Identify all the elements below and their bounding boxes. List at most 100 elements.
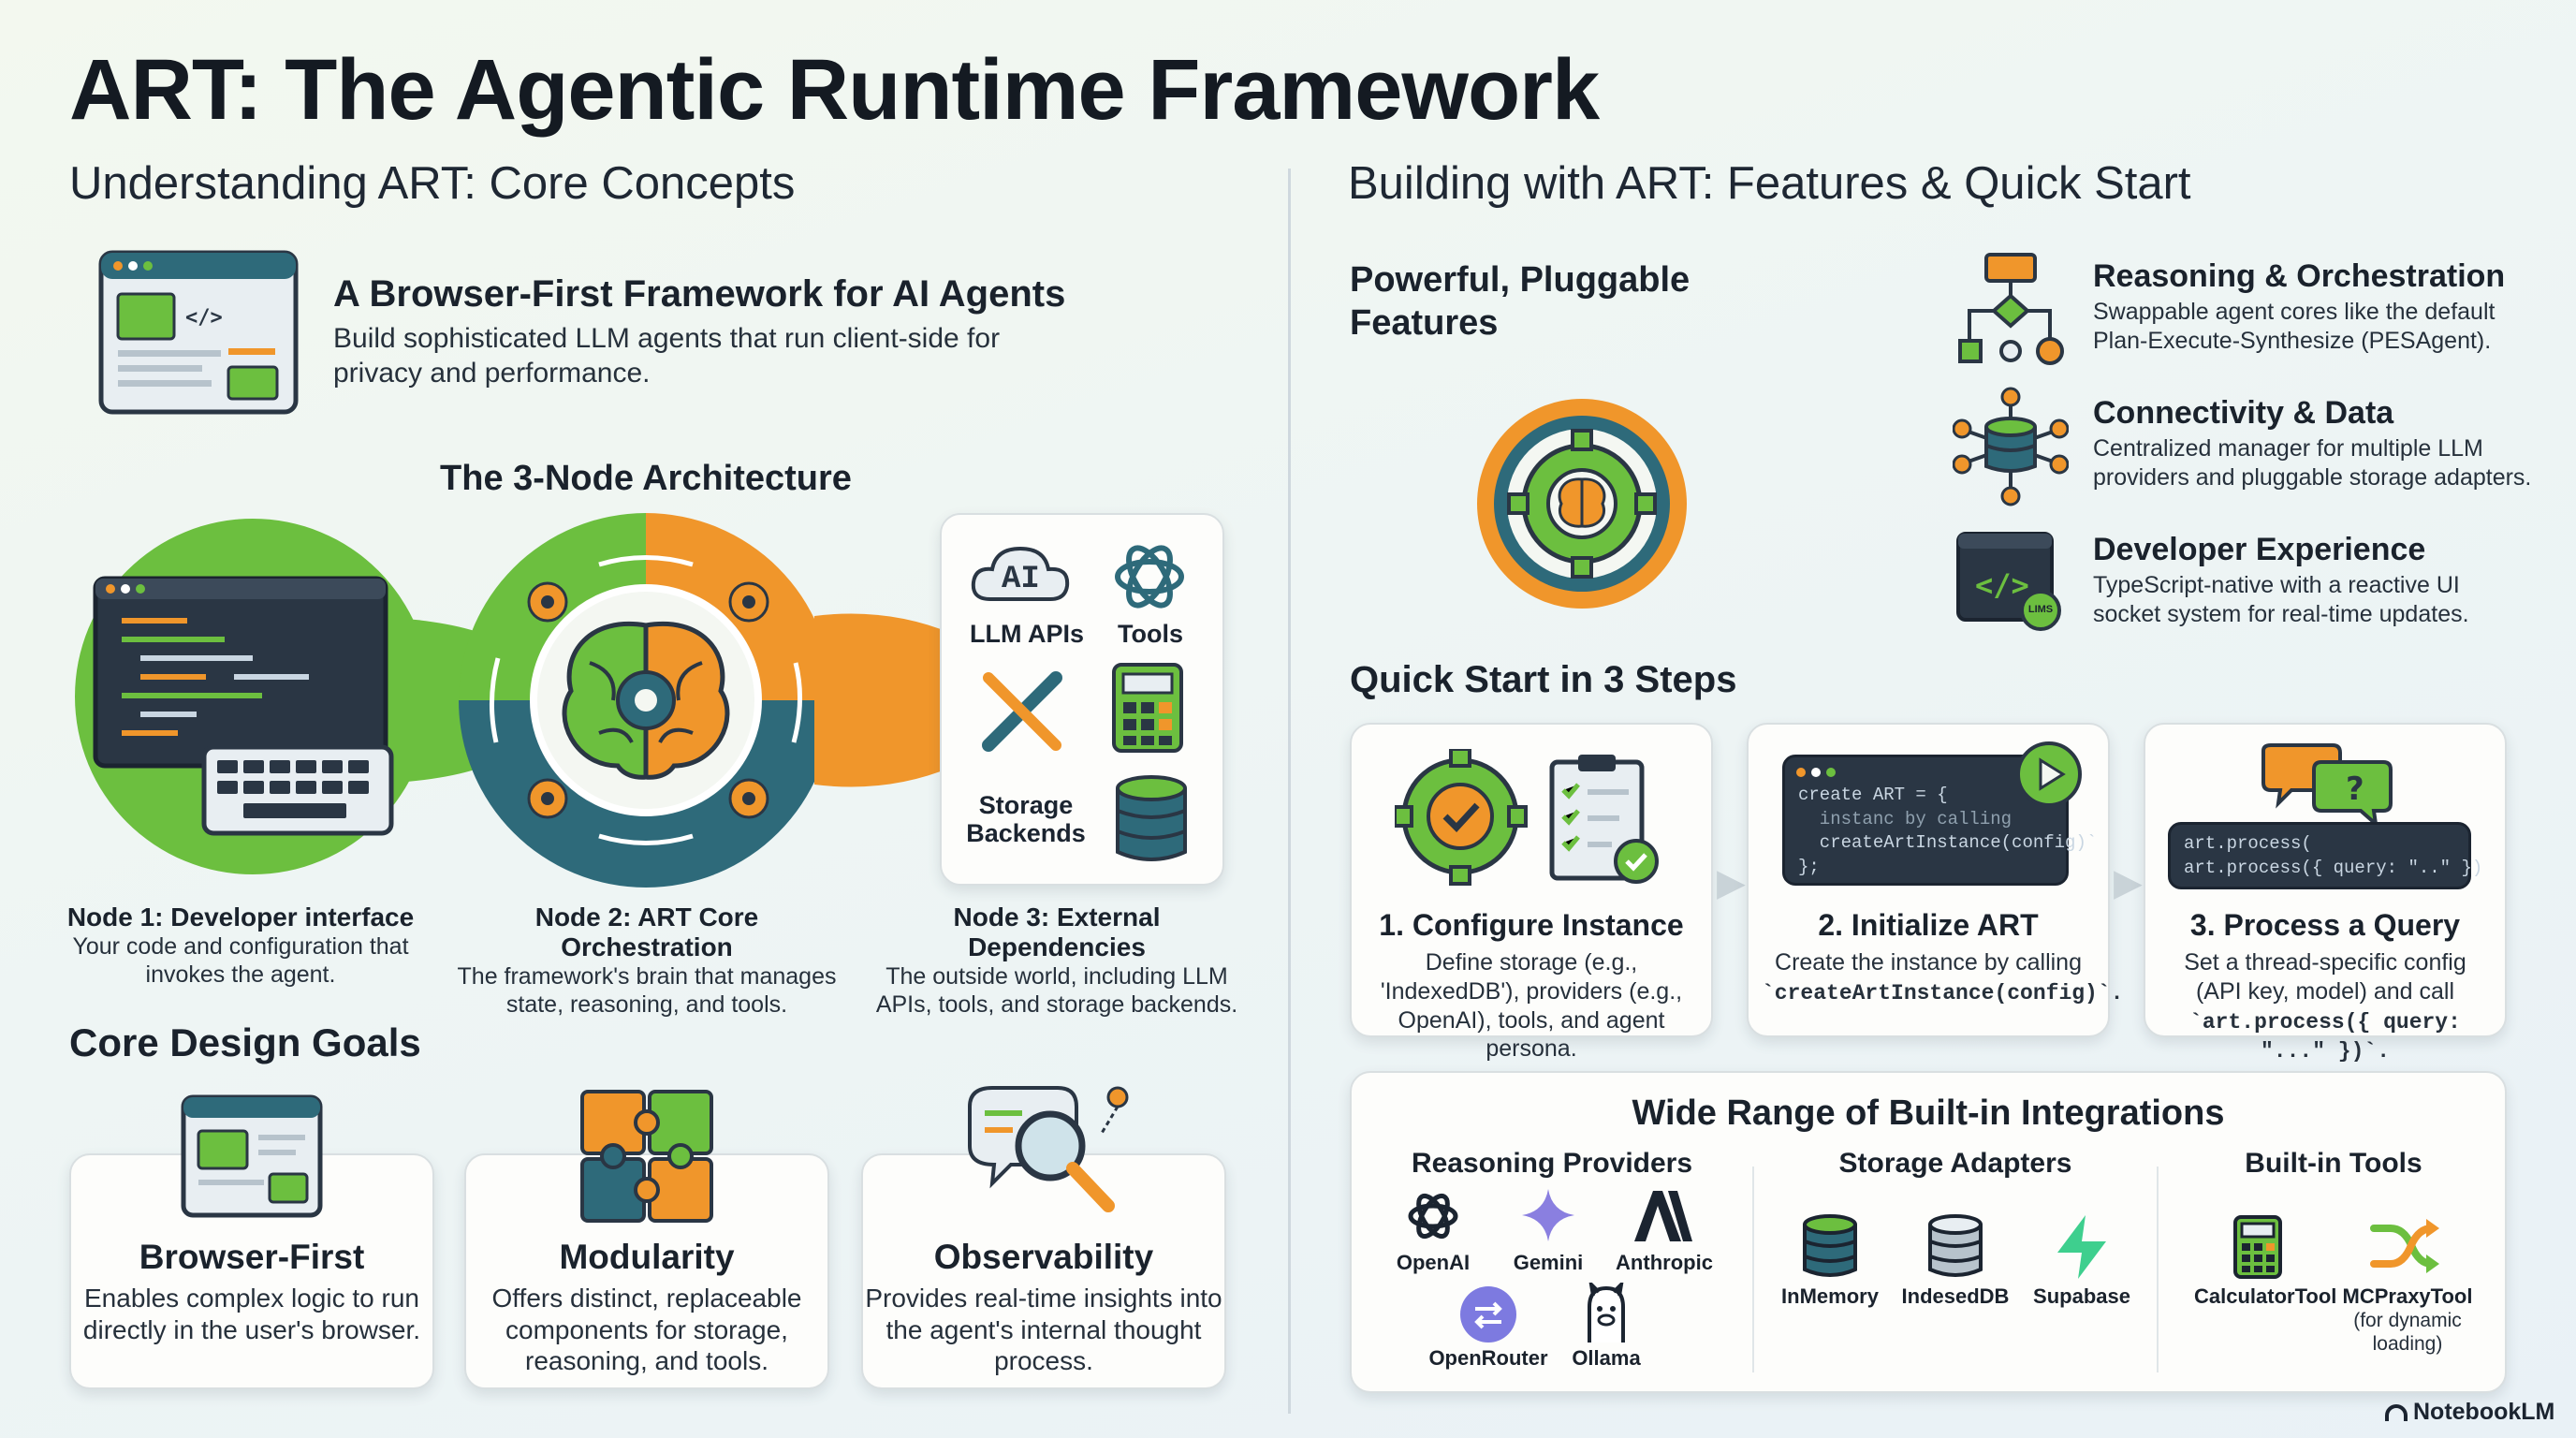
notebooklm-logo-icon: [2385, 1404, 2408, 1421]
code-line: create ART = {: [1798, 785, 1948, 805]
int-label-calculatortool: CalculatorTool: [2194, 1284, 2337, 1308]
group-divider: [2157, 1167, 2159, 1372]
step-desc: Define storage (e.g., 'IndexedDB'), prov…: [1380, 949, 1683, 1063]
feature-desc-devx: TypeScript-native with a reactive UI soc…: [2093, 572, 2469, 627]
ai-badge: AI: [1002, 562, 1040, 597]
int-label-indexeddb: IndesedDB: [1901, 1284, 2010, 1308]
architecture-diagram: [66, 513, 1236, 911]
goal-title: Observability: [933, 1238, 1154, 1276]
code-line: instanc by calling: [1798, 808, 2012, 829]
ai-cloud-icon: [971, 546, 1070, 601]
feature-desc-reasoning: Swappable agent cores like the default P…: [2093, 299, 2496, 354]
dep-label-tools: Tools: [1118, 620, 1183, 648]
step-arrow: ▶: [1717, 862, 1746, 903]
goals-heading: Core Design Goals: [69, 1020, 421, 1064]
browser-window-icon: [181, 1094, 323, 1218]
svg-text:</>: </>: [185, 306, 223, 330]
gemini-sparkle-icon: [1522, 1189, 1574, 1241]
int-label-ollama: Ollama: [1572, 1346, 1641, 1370]
wrench-screwdriver-icon: [982, 671, 1062, 752]
footer-brand: NotebookLM: [2385, 1399, 2554, 1426]
feature-desc-connectivity: Centralized manager for multiple LLM pro…: [2093, 435, 2532, 491]
group-title-tools: Built-in Tools: [2245, 1148, 2422, 1179]
goal-card-observability: Observability Provides real-time insight…: [861, 1153, 1226, 1389]
column-divider: [1288, 169, 1291, 1414]
int-label-openrouter: OpenRouter: [1428, 1346, 1548, 1370]
step-title: 1. Configure Instance: [1379, 908, 1684, 942]
goal-desc: Offers distinct, replaceable components …: [491, 1284, 802, 1376]
node-2: Node 2: ART Core Orchestration The frame…: [457, 902, 837, 1018]
step-card-1: 1. Configure Instance Define storage (e.…: [1350, 723, 1713, 1062]
right-heading: Building with ART: Features & Quick Star…: [1348, 158, 2191, 209]
goal-desc: Enables complex logic to run directly in…: [82, 1284, 421, 1344]
integrations-heading: Wide Range of Built-in Integrations: [1632, 1093, 2225, 1133]
int-label-mcpraxytool: MCPraxyTool: [2342, 1284, 2473, 1308]
goal-title: Browser-First: [139, 1238, 365, 1276]
init-code-terminal: create ART = { instanc by calling create…: [1782, 755, 2098, 886]
group-divider: [1752, 1167, 1754, 1372]
step-arrow: ▶: [2114, 862, 2143, 903]
step-code: `createArtInstance(config)`.: [1762, 980, 2124, 1005]
footer-brand-label: NotebookLM: [2413, 1399, 2555, 1425]
supabase-bolt-icon: [2057, 1215, 2106, 1279]
int-label-inmemory: InMemory: [1781, 1284, 1879, 1308]
features-heading: Powerful, Pluggable Features: [1350, 260, 1690, 344]
step-desc: Create the instance by calling: [1775, 949, 2082, 976]
quickstart-heading: Quick Start in 3 Steps: [1350, 659, 1737, 700]
goal-desc: Provides real-time insights into the age…: [865, 1284, 1222, 1376]
code-terminal-icon: [93, 576, 388, 769]
step-code: `art.process({ query: "..." })`.: [2189, 1009, 2461, 1064]
node-3: Node 3: External Dependencies The outsid…: [875, 902, 1238, 1018]
brain-gear-icon: [1477, 399, 1687, 609]
group-title-reasoning: Reasoning Providers: [1411, 1148, 1693, 1179]
puzzle-icon: [580, 1090, 713, 1223]
code-line: createArtInstance(config)`: [1798, 832, 2098, 854]
calculator-icon: [2233, 1215, 2282, 1279]
step-title: 2. Initialize ART: [1818, 908, 2039, 942]
left-heading: Understanding ART: Core Concepts: [69, 158, 796, 209]
database-icon: [1928, 1214, 1983, 1277]
node-1: Node 1: Developer interface Your code an…: [66, 902, 415, 988]
openai-logo-icon: [1115, 545, 1184, 609]
code-line: art.process({ query: ".." }): [2184, 857, 2483, 878]
shuffle-proxy-icon: [2370, 1219, 2439, 1273]
feature-title-connectivity: Connectivity & Data: [2093, 395, 2394, 431]
intro-title: A Browser-First Framework for AI Agents: [333, 273, 1066, 315]
configure-icon: [1395, 749, 1659, 886]
browser-window-icon: </>: [97, 249, 300, 420]
feature-title-devx: Developer Experience: [2093, 532, 2426, 567]
calculator-icon: [1112, 663, 1183, 753]
step-desc: Set a thread-specific config (API key, m…: [2184, 949, 2466, 1005]
code-line: art.process(: [2184, 833, 2312, 854]
page-title: ART: The Agentic Runtime Framework: [69, 42, 1600, 138]
goal-title: Modularity: [559, 1238, 735, 1276]
openrouter-icon: [1460, 1286, 1516, 1343]
database-hub-icon: [1953, 387, 2069, 506]
ollama-llama-icon: [1588, 1283, 1625, 1343]
svg-text:</>: </>: [1975, 567, 2029, 603]
feature-title-reasoning: Reasoning & Orchestration: [2093, 258, 2506, 294]
flowchart-icon: [1958, 253, 2064, 365]
int-note-mcp: (for dynamic loading): [2353, 1310, 2462, 1356]
openai-logo-icon: [1408, 1194, 1458, 1239]
svg-text:?: ?: [2346, 770, 2364, 808]
int-label-openai: OpenAI: [1396, 1251, 1471, 1274]
play-icon: [2016, 741, 2082, 807]
int-label-supabase: Supabase: [2033, 1284, 2130, 1308]
int-label-gemini: Gemini: [1513, 1251, 1584, 1274]
gear-check-icon: [1395, 749, 1528, 886]
database-icon: [1803, 1214, 1857, 1277]
group-title-storage: Storage Adapters: [1838, 1148, 2072, 1179]
dependencies-box: AI LLM APIs Tools Storage Backends: [940, 513, 1224, 886]
lims-badge: LIMS: [2027, 604, 2054, 615]
intro-desc: Build sophisticated LLM agents that run …: [333, 323, 1001, 389]
dep-label-storage: Storage Backends: [966, 791, 1086, 847]
query-code-terminal: art.process( art.process({ query: ".." }…: [2168, 822, 2483, 889]
integrations-panel: Wide Range of Built-in Integrations Reas…: [1350, 1071, 2507, 1393]
dep-label-llm: LLM APIs: [970, 620, 1085, 648]
code-editor-icon: </> LIMS: [1954, 530, 2065, 633]
step-title: 3. Process a Query: [2189, 908, 2461, 942]
code-line: };: [1798, 856, 1820, 877]
architecture-heading: The 3-Node Architecture: [440, 459, 852, 498]
magnifier-icon: [968, 1086, 1129, 1212]
